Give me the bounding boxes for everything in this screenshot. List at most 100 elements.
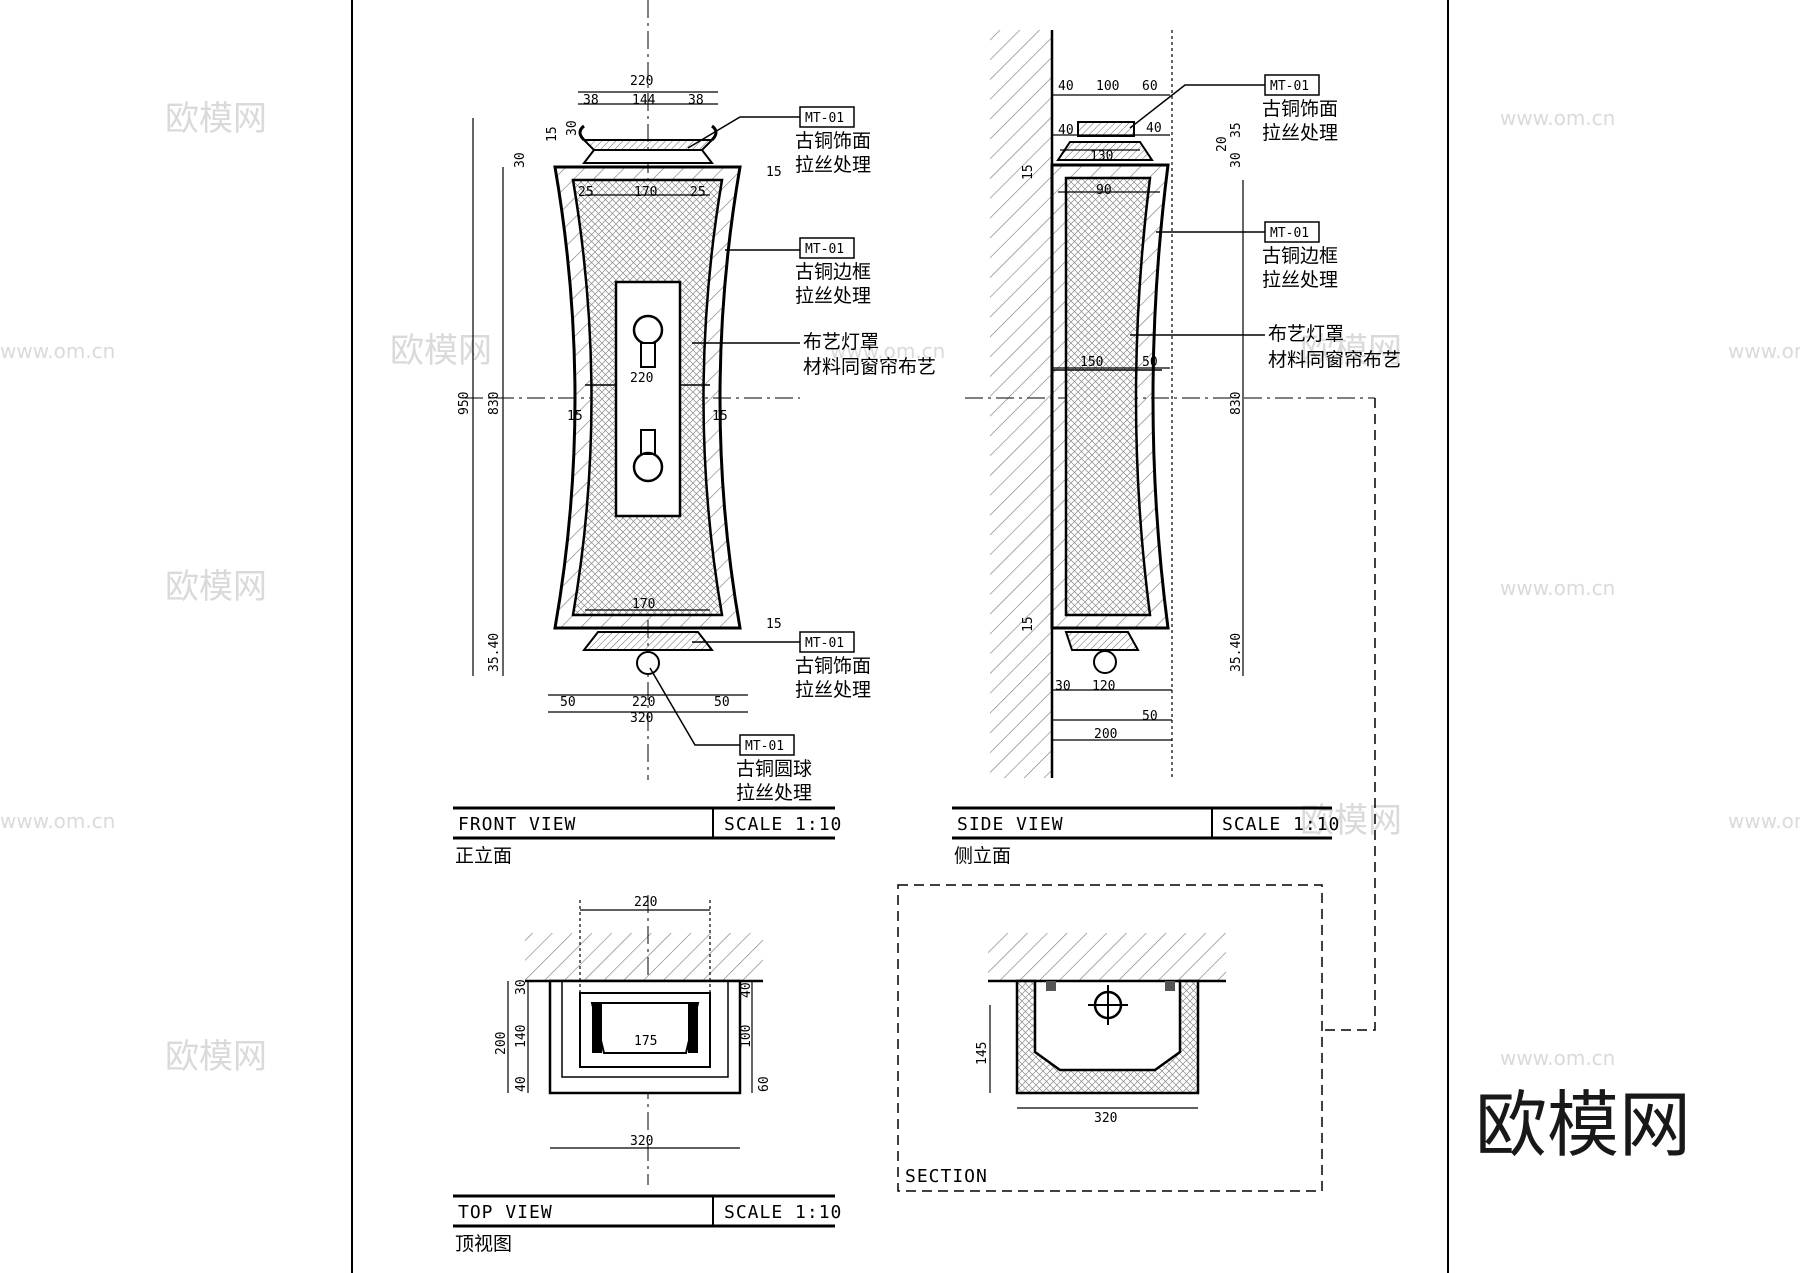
callout-tag: MT-01 xyxy=(1270,79,1309,94)
front-dim-top-width: 220 xyxy=(630,74,653,89)
side-wall-hatch xyxy=(990,30,1052,778)
front-upper-slot xyxy=(640,342,656,368)
top-dim-width: 220 xyxy=(634,895,657,910)
side-dim: 130 xyxy=(1090,149,1113,164)
top-dim: 60 xyxy=(757,1076,772,1092)
front-dim-base-height: 35.40 xyxy=(487,633,502,672)
side-dim: 20 xyxy=(1215,136,1230,152)
front-lower-slot xyxy=(640,429,656,455)
front-view: 220 38 144 38 25 170 25 220 15 15 170 15… xyxy=(453,0,936,867)
callout-text: 拉丝处理 xyxy=(795,154,871,176)
front-dim-base-mid: 220 xyxy=(632,695,655,710)
front-dimension-lines xyxy=(472,91,748,713)
front-bronze-ball xyxy=(636,651,660,675)
callout-tag: MT-01 xyxy=(1270,226,1309,241)
callout-text: 古铜饰面 xyxy=(795,655,871,677)
callout-text: 古铜边框 xyxy=(795,261,871,283)
front-dim-bottom-inner: 170 xyxy=(632,597,655,612)
front-lower-knob xyxy=(632,451,664,483)
front-dim-shade-right: 25 xyxy=(690,185,706,200)
side-view: 40 100 60 40 130 40 90 150 50 30 120 50 … xyxy=(952,30,1401,1031)
watermark-url: www.om.cn xyxy=(0,809,115,833)
side-dim: 100 xyxy=(1096,79,1119,94)
front-dim-bottom-gap: 15 xyxy=(766,617,782,632)
top-bracket-right xyxy=(688,1003,698,1053)
side-callout-1: MT-01 古铜饰面 拉丝处理 xyxy=(1262,74,1338,144)
section-dim-width: 320 xyxy=(1094,1111,1117,1126)
front-callout-4: MT-01 古铜饰面 拉丝处理 xyxy=(795,631,871,701)
section-shade-profile xyxy=(1015,979,1200,1095)
top-shade-outline xyxy=(579,992,711,1068)
watermark-logo: 欧模网 xyxy=(1475,1083,1691,1167)
front-dim-top-mid: 144 xyxy=(632,93,656,108)
front-dim-shade-left: 25 xyxy=(578,185,594,200)
side-dim: 150 xyxy=(1080,355,1103,370)
front-cap-base xyxy=(581,149,715,164)
front-dim-top-left: 38 xyxy=(583,93,599,108)
front-base-plinth xyxy=(581,631,715,651)
front-callout-2: MT-01 古铜边框 拉丝处理 xyxy=(795,237,871,307)
callout-tag: MT-01 xyxy=(805,242,844,257)
side-dim: 40 xyxy=(1058,79,1074,94)
watermark-url: www.om.cn xyxy=(1728,339,1800,363)
watermark-brand: 欧模网 xyxy=(390,331,492,371)
side-base-plinth xyxy=(1064,631,1140,651)
front-dim-mid-right: 15 xyxy=(712,409,728,424)
callout-tag: MT-01 xyxy=(745,739,784,754)
front-dim-base-left: 50 xyxy=(560,695,576,710)
front-dim-top-right: 38 xyxy=(688,93,704,108)
watermark-url: www.om.cn xyxy=(1728,809,1800,833)
section-detail-boundary xyxy=(897,884,1323,1192)
callout-text: 材料同窗帘布艺 xyxy=(803,356,936,378)
top-view-title: TOP VIEW xyxy=(458,1202,553,1223)
side-dim: 35 xyxy=(1229,122,1244,138)
side-view-title: SIDE VIEW xyxy=(957,814,1064,835)
callout-tag: MT-01 xyxy=(805,636,844,651)
side-shade-fabric xyxy=(1064,176,1152,617)
front-dim-cap-h3: 15 xyxy=(545,126,560,142)
top-dim: 40 xyxy=(514,1076,529,1092)
callout-tag: MT-01 xyxy=(805,111,844,126)
section-corner-right xyxy=(1165,981,1175,991)
side-dim-base-height: 35.40 xyxy=(1229,633,1244,672)
section-dimension-lines xyxy=(989,1005,1198,1109)
side-dim: 40 xyxy=(1058,123,1074,138)
callout-text: 拉丝处理 xyxy=(1262,269,1338,291)
callout-text: 布艺灯罩 xyxy=(803,331,879,353)
callout-text: 古铜圆球 xyxy=(736,758,812,780)
section-link-line xyxy=(1322,398,1376,1031)
callout-text: 古铜饰面 xyxy=(795,130,871,152)
side-dim: 15 xyxy=(1021,164,1036,180)
side-dim: 50 xyxy=(1142,709,1158,724)
side-dim: 30 xyxy=(1055,679,1071,694)
top-bracket-left xyxy=(592,1003,602,1053)
callout-text: 拉丝处理 xyxy=(736,782,812,804)
side-dim: 50 xyxy=(1142,355,1158,370)
top-wall-hatch xyxy=(525,933,763,981)
side-dim: 15 xyxy=(1021,616,1036,632)
front-callout-5: MT-01 古铜圆球 拉丝处理 xyxy=(736,734,812,804)
callout-text: 拉丝处理 xyxy=(1262,122,1338,144)
section-title: SECTION xyxy=(905,1166,988,1187)
front-dim-mid-width: 220 xyxy=(630,371,653,386)
callout-text: 材料同窗帘布艺 xyxy=(1268,349,1401,371)
front-center-panel xyxy=(614,280,682,518)
side-cap-base xyxy=(1056,141,1154,161)
side-dim: 60 xyxy=(1142,79,1158,94)
top-dim-inner: 175 xyxy=(634,1034,657,1049)
watermark-brand: 欧模网 xyxy=(165,1037,267,1077)
watermark-url: www.om.cn xyxy=(1500,106,1615,130)
front-dim-mid-left: 15 xyxy=(567,409,583,424)
watermark-url: www.om.cn xyxy=(1500,1046,1615,1070)
top-dimension-lines xyxy=(507,900,753,1149)
watermark-brand: 欧模网 xyxy=(165,567,267,607)
side-leader-lines xyxy=(1129,84,1265,336)
side-dimension-lines xyxy=(1052,30,1244,778)
front-view-title: FRONT VIEW xyxy=(458,814,576,835)
side-dim: 200 xyxy=(1094,727,1117,742)
top-dim: 40 xyxy=(739,982,754,998)
watermark-brand: 欧模网 xyxy=(1300,331,1402,371)
callout-text: 布艺灯罩 xyxy=(1268,323,1344,345)
side-view-scale: SCALE 1:10 xyxy=(1222,814,1340,835)
